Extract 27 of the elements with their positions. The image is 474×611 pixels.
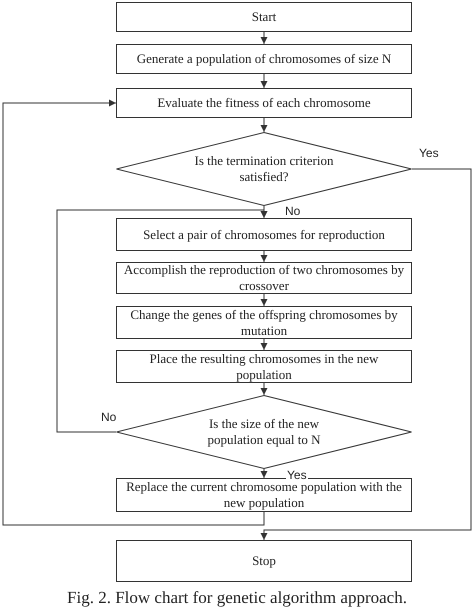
arrow bbox=[260, 468, 268, 478]
arrow bbox=[260, 32, 268, 44]
edge-label: No bbox=[284, 204, 302, 218]
terminal-box: Start bbox=[116, 2, 412, 32]
decision-diamond: Is the termination criterion satisfied? bbox=[116, 132, 412, 206]
process-box: Select a pair of chromosomes for reproduction bbox=[116, 218, 412, 251]
arrow bbox=[260, 74, 268, 88]
arrow bbox=[2, 100, 264, 526]
edge-label: Yes bbox=[418, 146, 440, 160]
arrow bbox=[260, 382, 268, 396]
arrow bbox=[260, 118, 268, 132]
edge-label: Yes bbox=[286, 468, 308, 482]
arrow bbox=[260, 338, 268, 350]
terminal-box: Stop bbox=[116, 540, 412, 582]
edge-label: No bbox=[100, 410, 118, 424]
process-box: Place the resulting chromosomes in the new population bbox=[116, 350, 412, 383]
process-box: Generate a population of chromosomes of size N bbox=[116, 44, 412, 74]
process-box: Accomplish the reproduction of two chromosomes by crossover bbox=[116, 262, 412, 294]
decision-diamond: Is the size of the new population equal to N bbox=[116, 395, 412, 469]
arrow bbox=[56, 210, 268, 432]
arrow bbox=[260, 294, 268, 306]
process-box: Replace the current chromosome population with the new population bbox=[116, 478, 412, 512]
process-box: Evaluate the fitness of each chromosome bbox=[116, 88, 412, 118]
figure-caption: Fig. 2. Flow chart for genetic algorithm approach. bbox=[66, 588, 408, 608]
arrow bbox=[260, 168, 472, 540]
process-box: Change the genes of the offspring chromosomes by mutation bbox=[116, 306, 412, 339]
arrow bbox=[260, 250, 268, 262]
